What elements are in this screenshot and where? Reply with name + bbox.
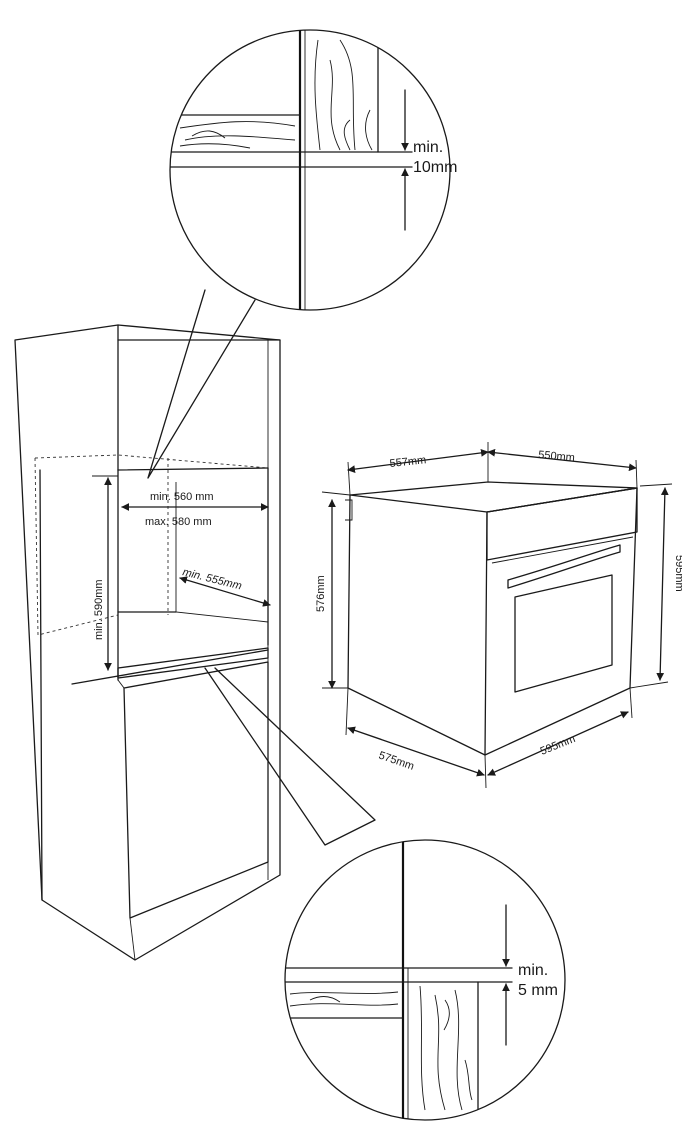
top-detail-label-value: 10mm (413, 159, 457, 176)
oven-body-height-label: 576mm (315, 575, 327, 612)
cabinet-drawing (14, 324, 281, 961)
bottom-callout-pointer (204, 667, 376, 846)
cabinet-depth-label: min. 555mm (181, 566, 243, 592)
bottom-detail-label-value: 5 mm (518, 982, 558, 999)
top-detail-content (170, 30, 413, 310)
bottom-detail-content (285, 840, 513, 1120)
top-detail-circle: min. 10mm (147, 29, 457, 479)
oven-front-height-label: 595mm (673, 555, 682, 592)
cabinet-width-min-label: min. 560 mm (150, 491, 214, 503)
oven-bottom-depth-label: 575mm (377, 749, 416, 772)
top-callout-pointer (147, 289, 256, 479)
top-detail-label-min: min. (413, 139, 443, 156)
oven-drawing (321, 442, 673, 789)
bottom-detail-label-min: min. (518, 962, 548, 979)
bottom-detail-outline (284, 839, 566, 1121)
oven-top-depth-label: 557mm (389, 454, 427, 470)
cabinet-width-max-label: max. 580 mm (145, 516, 212, 528)
oven-bottom-width-label: 595mm (539, 733, 578, 758)
top-detail-outline (169, 29, 451, 311)
bottom-detail-circle: min. 5 mm (204, 667, 566, 1121)
oven-top-width-label: 550mm (538, 449, 576, 464)
cabinet-height-label: min. 590mm (93, 579, 105, 640)
